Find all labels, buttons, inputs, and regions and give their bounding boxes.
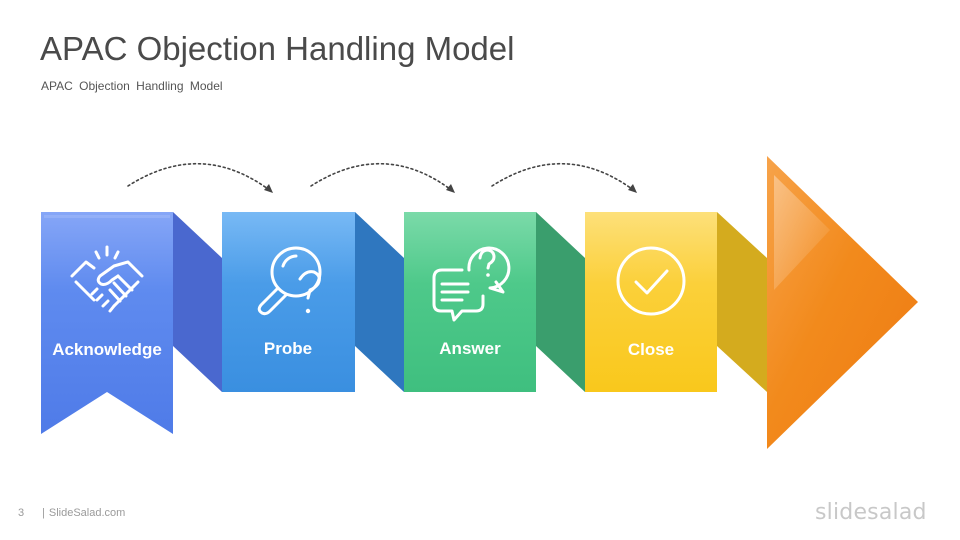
connector-1 bbox=[173, 212, 222, 392]
step-acknowledge-label: Acknowledge bbox=[52, 340, 162, 359]
transition-arrows bbox=[127, 162, 633, 190]
step-acknowledge-banner bbox=[41, 212, 173, 434]
slide-title: APAC Objection Handling Model bbox=[40, 30, 515, 67]
connector-2 bbox=[355, 212, 404, 392]
magnifier-question-icon bbox=[257, 246, 322, 316]
step-close-box bbox=[585, 212, 717, 392]
arrowhead bbox=[767, 156, 918, 449]
connector-3 bbox=[536, 212, 585, 392]
connector-4 bbox=[717, 212, 767, 392]
transition-arrow-2 bbox=[310, 162, 451, 190]
step-answer-label: Answer bbox=[439, 339, 501, 358]
brand-logo: slidesalad bbox=[815, 500, 927, 525]
step-close-label: Close bbox=[628, 340, 674, 359]
slide-subtitle: APAC Objection Handling Model bbox=[41, 79, 223, 93]
step-probe-label: Probe bbox=[264, 339, 312, 358]
step-answer: Answer bbox=[404, 212, 536, 392]
step-acknowledge: Acknowledge bbox=[41, 212, 173, 434]
step-probe: Probe bbox=[222, 212, 355, 392]
transition-arrowhead-1 bbox=[264, 184, 273, 193]
transition-arrow-3 bbox=[491, 162, 633, 190]
transition-arrowheads bbox=[264, 184, 637, 193]
check-circle-icon bbox=[616, 246, 686, 316]
footer-site-text: SlideSalad.com bbox=[48, 507, 126, 519]
chat-question-icon bbox=[432, 246, 511, 322]
step-answer-box bbox=[404, 212, 536, 392]
footer-site: |SlideSalad.com bbox=[42, 507, 126, 519]
step-probe-box bbox=[222, 212, 355, 392]
handshake-icon bbox=[70, 245, 144, 313]
transition-arrow-1 bbox=[127, 162, 269, 190]
transition-arrowhead-3 bbox=[628, 184, 637, 193]
page-number: 3 bbox=[18, 507, 25, 519]
transition-arrowhead-2 bbox=[446, 184, 455, 193]
step-close: Close bbox=[585, 212, 717, 392]
